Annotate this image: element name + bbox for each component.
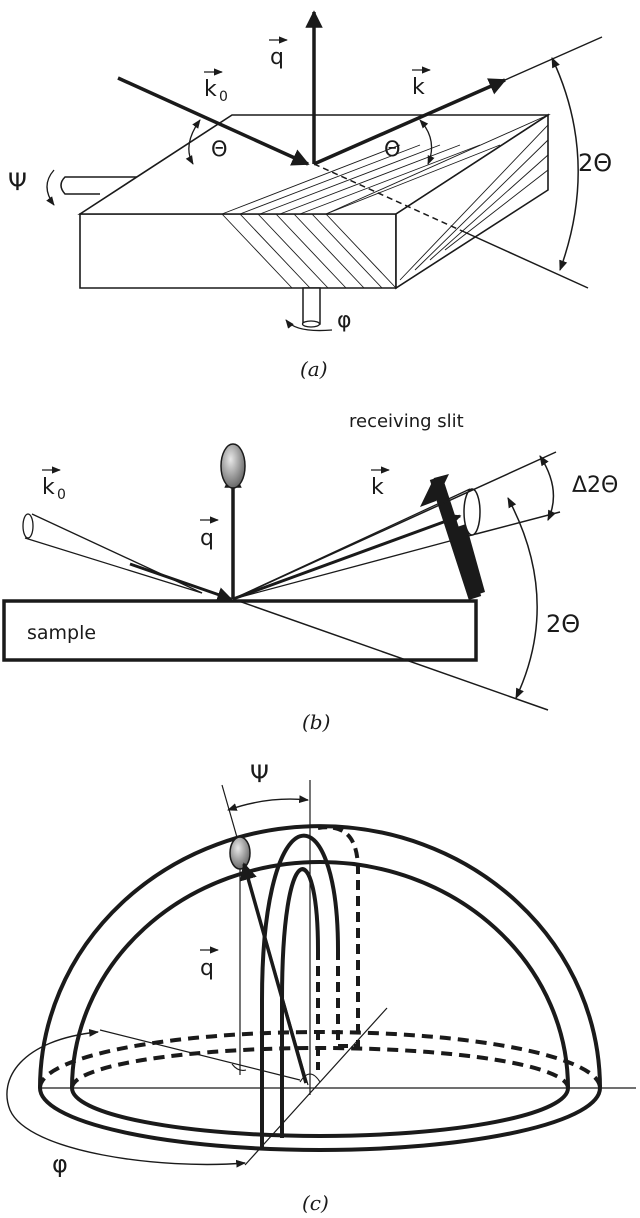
- phi-rotation-arrow: [285, 319, 333, 332]
- panel-a: q k 0 k Ψ Θ Θ 2Θ φ (a): [8, 10, 612, 381]
- equator-front-outer: [38, 1087, 602, 1152]
- q-label: q: [270, 45, 284, 70]
- k-label: k: [371, 475, 384, 500]
- caption-b: (b): [302, 710, 330, 734]
- psi-rotation-arrow: [46, 169, 55, 206]
- scattering-vector-q: [239, 862, 308, 1084]
- sample-block: [2, 599, 478, 662]
- delta-two-theta-arc: [539, 455, 556, 521]
- diffracted-beam-k: [313, 78, 507, 166]
- caption-a: (a): [300, 357, 328, 381]
- lattice-planes-hatching: [221, 114, 549, 289]
- panel-c: Ψ q φ (c): [6, 760, 636, 1215]
- psi-label: Ψ: [8, 168, 27, 196]
- ray-transmitted: [232, 598, 549, 711]
- two-theta-label: 2Θ: [546, 610, 580, 638]
- theta-arc-left: [185, 119, 201, 165]
- theta-left-label: Θ: [211, 137, 228, 161]
- k0-label: k: [42, 475, 55, 500]
- two-theta-arc: [551, 57, 579, 271]
- meridian-loop-outer: [260, 833, 340, 1150]
- equator-front-inner: [70, 1087, 570, 1138]
- hemisphere-inner: [70, 860, 570, 1089]
- diffracted-beam-k: [232, 513, 462, 601]
- receiving-slit-label: receiving slit: [349, 411, 464, 432]
- theta-right-label: Θ: [384, 137, 401, 161]
- two-theta-label: 2Θ: [578, 149, 612, 177]
- q-label: q: [200, 526, 214, 551]
- reciprocal-lattice-spot: [229, 836, 251, 870]
- sample-label: sample: [27, 622, 96, 644]
- angle-mark-center: [299, 1073, 321, 1083]
- phi-reference-line: [99, 1029, 301, 1081]
- incident-beam-k0: [129, 562, 233, 602]
- ray-upper: [232, 451, 557, 600]
- k0-label: k: [204, 77, 217, 102]
- caption-c: (c): [302, 1191, 329, 1215]
- delta-two-theta-label: Δ2Θ: [572, 473, 618, 498]
- equator-back-outer-dashed: [38, 1030, 602, 1089]
- diffracted-beam-extension: [504, 36, 603, 81]
- k-label: k: [412, 75, 425, 100]
- psi-rotation-rod: [60, 176, 140, 195]
- incident-beam-extension-solid: [459, 229, 589, 289]
- psi-angle-arc: [227, 795, 309, 811]
- meridian-loop-inner: [280, 867, 320, 1138]
- phi-rotation-rod: [301, 287, 321, 328]
- incident-beam-k0: [117, 76, 310, 166]
- phi-axis-line: [244, 1007, 388, 1166]
- psi-label: Ψ: [250, 760, 269, 788]
- ray-middle: [475, 511, 561, 535]
- k0-subscript: 0: [57, 487, 66, 503]
- theta-arc-right: [419, 119, 435, 165]
- two-theta-arc: [507, 497, 538, 699]
- phi-angle-arc: [6, 1029, 246, 1168]
- receiving-slit: [420, 474, 485, 601]
- q-label: q: [200, 956, 214, 981]
- meridian-loop-dashed: [316, 825, 360, 1070]
- phi-label: φ: [52, 1150, 68, 1178]
- reciprocal-lattice-spot: [220, 443, 246, 489]
- k0-subscript: 0: [219, 89, 228, 105]
- panel-b: receiving slit k 0 q k Δ2Θ 2Θ sample (b): [2, 411, 618, 734]
- phi-label: φ: [337, 308, 352, 333]
- incident-beam-extension-dashed: [313, 163, 461, 231]
